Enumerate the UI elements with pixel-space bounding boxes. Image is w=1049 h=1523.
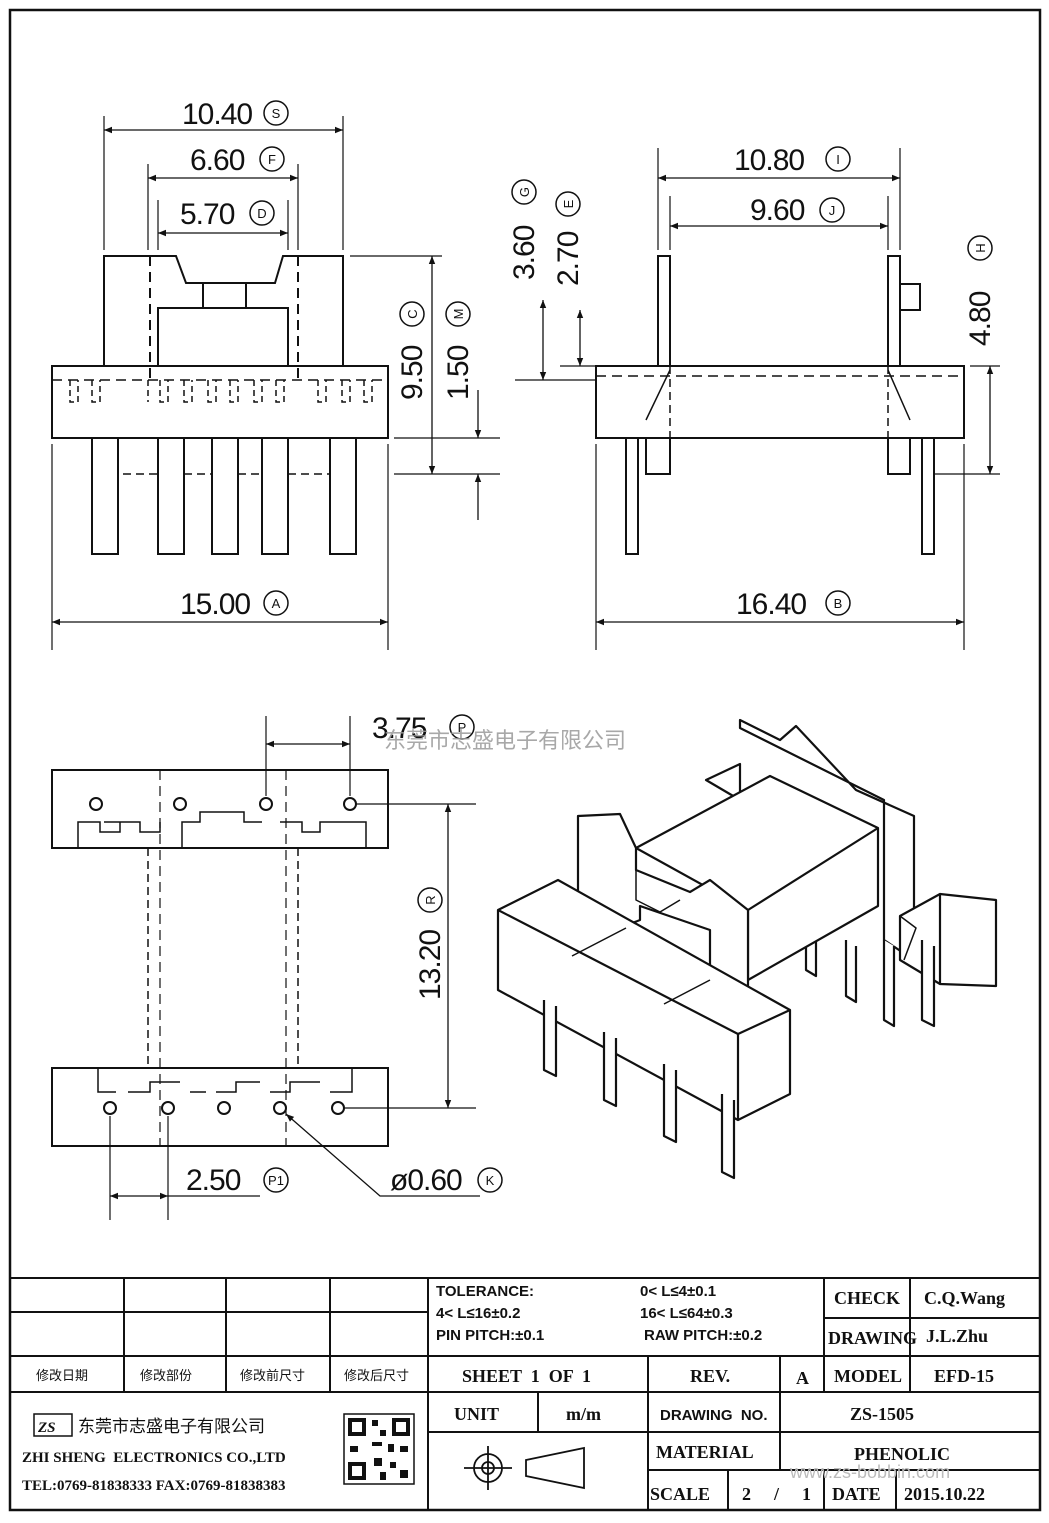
dim-k-ref-circle (477, 1167, 503, 1193)
drawing-label: DRAWING (828, 1328, 917, 1348)
dim-i-ref: I (836, 152, 840, 167)
front-view-dimension-lines (52, 126, 482, 626)
title-block-grid (10, 1277, 1040, 1510)
rev-header-after: 修改后尺寸 (344, 1369, 409, 1384)
rev-label: REV. (690, 1366, 730, 1386)
tolerance-label: TOLERANCE: (436, 1283, 534, 1300)
model-value: EFD-15 (934, 1366, 994, 1386)
qr-code-icon (343, 1413, 415, 1485)
company-logo-icon: ZS (33, 1413, 73, 1437)
dim-p-value: 3.75 (372, 712, 427, 745)
rev-header-before: 修改前尺寸 (240, 1368, 305, 1384)
dim-b-ref: B (834, 596, 843, 611)
dim-j-value: 9.60 (750, 194, 805, 227)
dim-b-ref-circle (825, 590, 851, 616)
tolerance-range-3: 16< L≤64±0.3 (640, 1305, 733, 1322)
dim-e-ref-circle (555, 191, 581, 217)
company-contact: TEL:0769-81838333 FAX:0769-81838383 (22, 1478, 285, 1494)
dim-k-ref: K (486, 1173, 495, 1188)
dim-p1-ref-circle (263, 1167, 289, 1193)
dim-d-ref-circle (249, 200, 275, 226)
check-label: CHECK (834, 1288, 900, 1308)
dim-d-ref: D (257, 206, 266, 221)
dim-c-ref: C (405, 309, 420, 318)
scale-denominator: 1 (802, 1484, 811, 1504)
scale-numerator: 2 (742, 1484, 751, 1504)
drawing-no-value: ZS-1505 (850, 1404, 914, 1424)
company-name-cn: 东莞市志盛电子有限公司 (78, 1417, 265, 1437)
rev-header-date: 修改日期 (36, 1369, 88, 1384)
dim-d-value: 5.70 (180, 198, 235, 231)
side-view (515, 148, 1000, 650)
dim-j-ref: J (829, 203, 836, 218)
dim-c-ref-circle (399, 301, 425, 327)
dim-s-ref: S (272, 106, 281, 121)
dim-r-ref: R (423, 895, 438, 904)
dim-s-ref-circle (263, 100, 289, 126)
isometric-view (496, 718, 998, 1180)
drawing-border (8, 8, 1042, 1512)
model-label: MODEL (834, 1366, 902, 1386)
dim-f-ref: F (268, 152, 276, 167)
dim-r-value: 13.20 (414, 930, 447, 1000)
drawing-value: J.L.Zhu (926, 1326, 988, 1346)
watermark-url: www.zs-bobbin.com (789, 1462, 950, 1482)
material-label: MATERIAL (656, 1442, 754, 1462)
unit-label: UNIT (454, 1404, 499, 1424)
watermark-text: 东莞市志盛电子有限公司 (384, 729, 626, 754)
scale-separator: / (773, 1484, 780, 1504)
dim-i-value: 10.80 (734, 144, 804, 177)
dim-h-ref-circle (967, 235, 993, 261)
company-name-en: ZHI SHENG ELECTRONICS CO.,LTD (22, 1450, 286, 1466)
dim-g-ref-circle (511, 179, 537, 205)
dim-j-ref-circle (819, 197, 845, 223)
projection-symbol-icon (464, 1446, 585, 1490)
side-view-dimension-lines (539, 174, 994, 626)
pin-pitch: PIN PITCH:±0.1 (436, 1327, 544, 1344)
dim-a-ref: A (272, 596, 281, 611)
dim-p-ref: P (458, 720, 467, 735)
dim-a-value: 15.00 (180, 588, 250, 621)
dim-g-ref: G (517, 187, 532, 197)
bottom-view (51, 716, 476, 1220)
dim-c-value: 9.50 (396, 345, 429, 400)
tolerance-range-1: 0< L≤4±0.1 (640, 1283, 716, 1300)
dim-m-value: 1.50 (442, 345, 475, 400)
tolerance-range-2: 4< L≤16±0.2 (436, 1305, 520, 1322)
dim-i-ref-circle (825, 146, 851, 172)
dim-f-value: 6.60 (190, 144, 245, 177)
dim-p1-ref: P1 (268, 1173, 284, 1188)
dim-r-ref-circle (417, 887, 443, 913)
material-value: PHENOLIC (854, 1444, 950, 1464)
bottom-view-dimension-lines (110, 740, 480, 1200)
dim-b-value: 16.40 (736, 588, 806, 621)
rev-header-part: 修改部份 (140, 1369, 192, 1384)
dim-p1-value: 2.50 (186, 1164, 241, 1197)
date-label: DATE (832, 1484, 881, 1504)
dim-m-ref-circle (445, 301, 471, 327)
rev-value: A (796, 1368, 809, 1388)
raw-pitch: RAW PITCH:±0.2 (644, 1327, 762, 1344)
dim-f-ref-circle (259, 146, 285, 172)
dim-k-value: ø0.60 (390, 1164, 462, 1197)
scale-label: SCALE (650, 1484, 710, 1504)
dim-e-value: 2.70 (552, 231, 585, 286)
dim-e-ref: E (561, 199, 576, 208)
company-logo-text: ZS (37, 1420, 56, 1436)
dim-m-ref: M (451, 309, 466, 320)
dim-s-value: 10.40 (182, 98, 252, 131)
dim-g-value: 3.60 (508, 225, 541, 280)
drawing-no-label: DRAWING NO. (660, 1407, 768, 1424)
date-value: 2015.10.22 (904, 1484, 985, 1504)
sheet-label: SHEET 1 OF 1 (462, 1366, 591, 1386)
dim-h-ref: H (973, 243, 988, 252)
dim-p-ref-circle (449, 714, 475, 740)
unit-value: m/m (566, 1404, 601, 1424)
check-value: C.Q.Wang (924, 1288, 1005, 1308)
dim-a-ref-circle (263, 590, 289, 616)
dim-h-value: 4.80 (964, 291, 997, 346)
front-view (51, 116, 500, 650)
